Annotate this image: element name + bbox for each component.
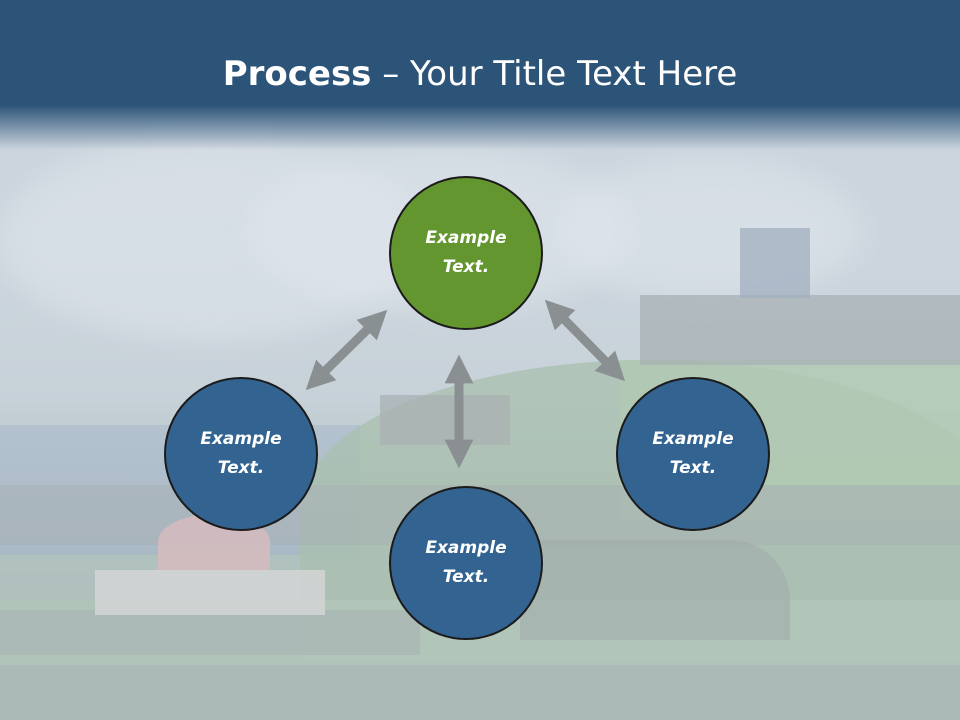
slide-title: Process – Your Title Text Here	[0, 50, 960, 98]
node-text-line1: Example	[425, 538, 507, 558]
arrow-left-top	[305, 309, 388, 391]
title-bar: Process – Your Title Text Here	[0, 0, 960, 150]
node-text-line2: Text.	[217, 458, 265, 478]
arrow-right-top	[544, 299, 626, 382]
node-text-line1: Example	[652, 429, 734, 449]
node-text-line2: Text.	[669, 458, 717, 478]
title-rest: – Your Title Text Here	[371, 54, 738, 94]
title-bold: Process	[222, 54, 372, 94]
node-text-line1: Example	[200, 429, 282, 449]
node-text-line1: Example	[425, 228, 507, 248]
node-text-line2: Text.	[442, 567, 490, 587]
node-text-line2: Text.	[442, 257, 490, 277]
